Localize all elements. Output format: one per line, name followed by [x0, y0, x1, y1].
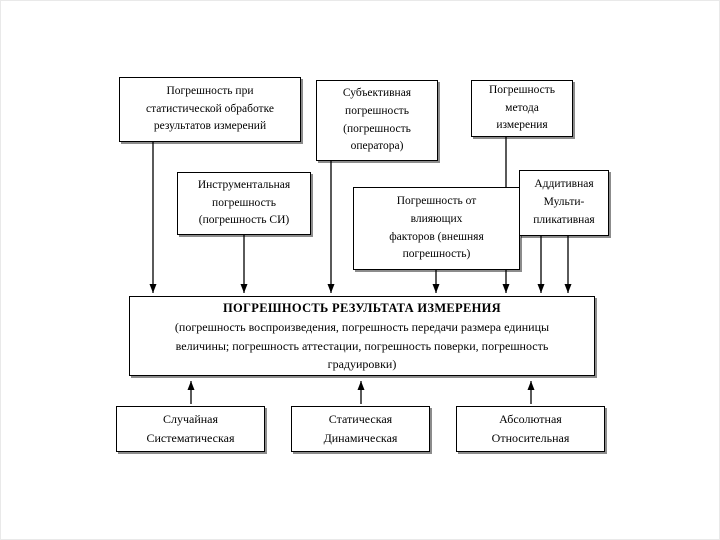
box-text-line: Погрешность при [166, 84, 254, 97]
box-text-line: Аддитивная [534, 178, 594, 191]
box-text-line: погрешность) [402, 248, 471, 261]
box-text-line: Субъективная [342, 86, 412, 99]
box-instrumental-error: Инструментальная погрешность (погрешност… [177, 172, 311, 235]
box-text-line: Динамическая [323, 431, 398, 445]
box-text-line: погрешность [212, 196, 276, 209]
box-static-dynamic: Статическая Динамическая [291, 406, 430, 452]
box-text-line: результатов измерений [153, 120, 267, 133]
box-text-line: (погрешность воспроизведения, погрешност… [174, 320, 550, 335]
box-random-systematic: Случайная Систематическая [116, 406, 265, 452]
box-text-line: Относительная [491, 431, 570, 445]
box-statistical-processing-error: Погрешность при статистической обработке… [119, 77, 301, 142]
box-text-line: Инструментальная [197, 178, 291, 191]
box-text-line: статистической обработке [146, 102, 274, 115]
box-text-line: измерения [496, 119, 548, 132]
central-box-title: ПОГРЕШНОСТЬ РЕЗУЛЬТАТА ИЗМЕРЕНИЯ [222, 301, 502, 316]
box-influencing-factors-error: Погрешность от влияющих факторов (внешня… [353, 187, 520, 270]
box-text-line: (погрешность СИ) [198, 214, 290, 227]
box-text-line: величины; погрешность аттестации, погреш… [175, 338, 549, 353]
box-text-line: Систематическая [146, 431, 235, 445]
box-text-line: градуировки) [327, 357, 397, 372]
box-text-line: (погрешность [343, 122, 411, 135]
box-text-line: пликативная [533, 213, 595, 226]
box-text-line: Случайная [162, 411, 219, 426]
box-measurement-result-error: ПОГРЕШНОСТЬ РЕЗУЛЬТАТА ИЗМЕРЕНИЯ (погреш… [129, 296, 595, 376]
box-text-line: метода [505, 101, 539, 114]
box-absolute-relative: Абсолютная Относительная [456, 406, 605, 452]
box-subjective-error: Субъективная погрешность (погрешность оп… [316, 80, 438, 161]
box-text-line: факторов (внешняя [389, 230, 484, 243]
box-text-line: погрешность [345, 104, 409, 117]
box-text-line: Статическая [328, 411, 393, 426]
box-additive-multiplicative: Аддитивная Мульти- пликативная [519, 170, 609, 236]
box-text-line: влияющих [410, 212, 463, 225]
box-text-line: оператора) [350, 140, 404, 153]
box-text-line: Абсолютная [499, 411, 562, 426]
box-method-error: Погрешность метода измерения [471, 80, 573, 137]
box-text-line: Погрешность [488, 83, 556, 96]
box-text-line: Погрешность от [396, 194, 477, 207]
box-text-line: Мульти- [543, 196, 585, 209]
